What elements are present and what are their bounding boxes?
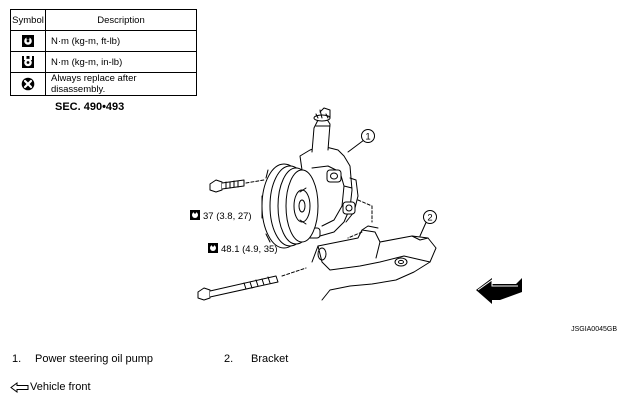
vehicle-front-arrow-icon [476,278,522,304]
section-reference: SEC. 490•493 [55,101,125,113]
torque-value-upper: 37 (3.8, 27) [203,211,252,222]
symbol-legend-table: Symbol Description N·m (kg-m, ft-lb) N·m… [10,9,197,96]
vehicle-front-label: Vehicle front [30,381,91,393]
legend-row-1-symbol [10,30,46,52]
legend-row-2-symbol [10,51,46,73]
part-2-name: Bracket [251,353,289,365]
pump-pulley-drawing [261,163,319,249]
callout-part-1: 1 [361,129,375,143]
torque-callout-upper: 37 (3.8, 27) [190,210,252,222]
leader-line-1 [347,139,365,153]
torque-callout-lower: 48.1 (4.9, 35) [208,243,278,255]
bracket-drawing [311,225,437,301]
torque-value-lower: 48.1 (4.9, 35) [221,244,278,255]
callout-part-2-number: 2 [427,213,432,224]
part-1-number: 1. [12,353,22,365]
lower-bolt-drawing [197,267,307,301]
figure-code: JSGIA0045GB [571,326,617,333]
legend-row-3-symbol [10,72,46,96]
callout-part-2: 2 [423,210,437,224]
part-1-name: Power steering oil pump [35,353,154,365]
part-2-number: 2. [224,353,234,365]
callout-part-1-number: 1 [365,132,370,143]
legend-row-3-text: Always replace after disassembly. [45,72,197,96]
front-arrow-outline-icon [10,381,29,393]
torque-nm-kgm-inlb-icon [22,56,34,68]
upper-bolt-drawing [209,179,265,193]
vehicle-front-legend: Vehicle front [10,381,91,393]
torque-nm-kgm-ftlb-icon [22,35,34,47]
always-replace-icon [21,77,35,91]
